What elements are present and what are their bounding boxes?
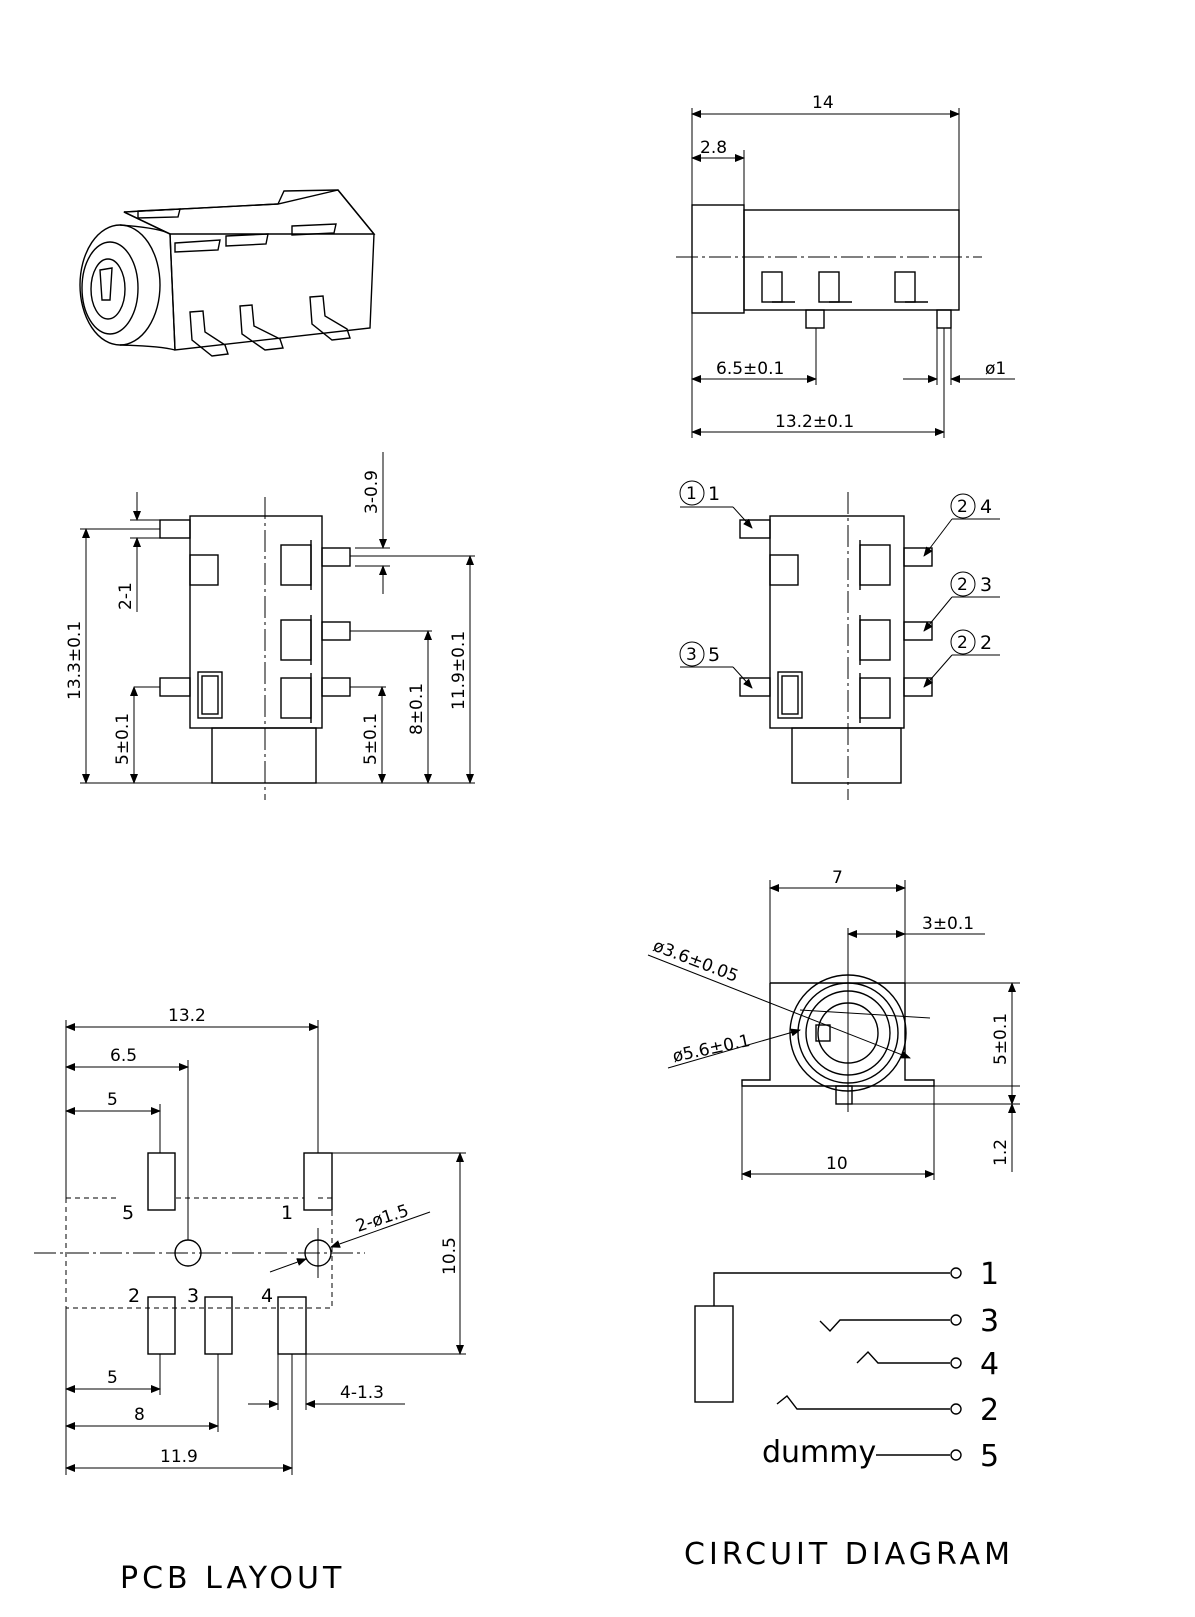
pin-number-3: 3	[980, 574, 992, 596]
pin-circle-1: 1	[686, 484, 697, 504]
isometric-view	[79, 189, 376, 357]
dim-overall-width: 14	[812, 93, 834, 113]
dim-pcb-bottom-pad4: 11.9	[160, 1447, 198, 1467]
pin-number-4: 4	[980, 496, 992, 518]
pin-circle-2a: 2	[957, 497, 968, 517]
circuit-terminal-1: 1	[980, 1257, 999, 1292]
pin-circle-3: 3	[686, 645, 697, 665]
dim-body-width: 7	[832, 868, 843, 888]
circuit-terminal-3: 3	[980, 1304, 999, 1339]
dim-overall-length: 13.3±0.1	[65, 621, 85, 700]
dim-pcb-height-span: 10.5	[440, 1237, 460, 1275]
circuit-diagram	[694, 1267, 962, 1461]
circuit-terminal-4: 4	[980, 1347, 999, 1382]
dim-tab-height: 2-1	[116, 582, 136, 610]
pcb-pad-number-2: 2	[128, 1285, 140, 1307]
dim-base-width: 10	[826, 1154, 848, 1174]
pcb-layout-title: PCB LAYOUT	[120, 1561, 345, 1596]
dim-top-pin-offset: 11.9±0.1	[449, 631, 469, 710]
circuit-terminal-2: 2	[980, 1393, 999, 1428]
dim-tab-width: 3-0.9	[362, 470, 382, 514]
pcb-pad-number-1: 1	[281, 1202, 293, 1224]
dim-pcb-bottom-pad3: 8	[134, 1405, 145, 1425]
pin-circle-2c: 2	[957, 633, 968, 653]
dim-pcb-bottom-pad2: 5	[107, 1368, 118, 1388]
pin-number-5: 5	[708, 644, 720, 666]
dim-pcb-pad-width: 4-1.3	[340, 1383, 384, 1403]
circuit-diagram-title: CIRCUIT DIAGRAM	[684, 1537, 1014, 1572]
dim-pcb-hole-x: 6.5	[110, 1046, 137, 1066]
dim-pcb-pad5-x: 5	[107, 1090, 118, 1110]
dim-pcb-holes: 2-ø1.5	[353, 1201, 411, 1237]
dim-middle-pin-offset: 8±0.1	[407, 683, 427, 735]
pcb-pad-number-4: 4	[261, 1285, 273, 1307]
pin-view	[679, 480, 1000, 800]
dim-pin-height: 1.2	[991, 1139, 1011, 1166]
front-view	[647, 880, 1020, 1180]
dim-pin-diameter: ø1	[985, 359, 1006, 379]
dim-center-height: 5±0.1	[991, 1013, 1011, 1065]
dim-right-pin-offset: 5±0.1	[361, 713, 381, 765]
circuit-terminal-5: 5	[980, 1439, 999, 1474]
bottom-view	[80, 452, 475, 800]
pin-number-2: 2	[980, 632, 992, 654]
circuit-dummy-label: dummy	[762, 1435, 876, 1470]
dim-center-offset: 3±0.1	[922, 914, 974, 934]
dim-outer-diameter: ø5.6±0.1	[671, 1031, 752, 1067]
pcb-pad-number-3: 3	[187, 1285, 199, 1307]
pin-number-1: 1	[708, 483, 720, 505]
dim-pin1-position: 6.5±0.1	[716, 359, 784, 379]
dim-pcb-overall: 13.2	[168, 1006, 206, 1026]
dim-front-length: 2.8	[700, 138, 727, 158]
pcb-layout	[34, 1020, 466, 1475]
pin-circle-2b: 2	[957, 575, 968, 595]
pcb-pad-number-5: 5	[122, 1202, 134, 1224]
dim-pin-span: 13.2±0.1	[775, 412, 854, 432]
dim-left-pin-offset: 5±0.1	[113, 713, 133, 765]
side-view	[676, 108, 1015, 438]
